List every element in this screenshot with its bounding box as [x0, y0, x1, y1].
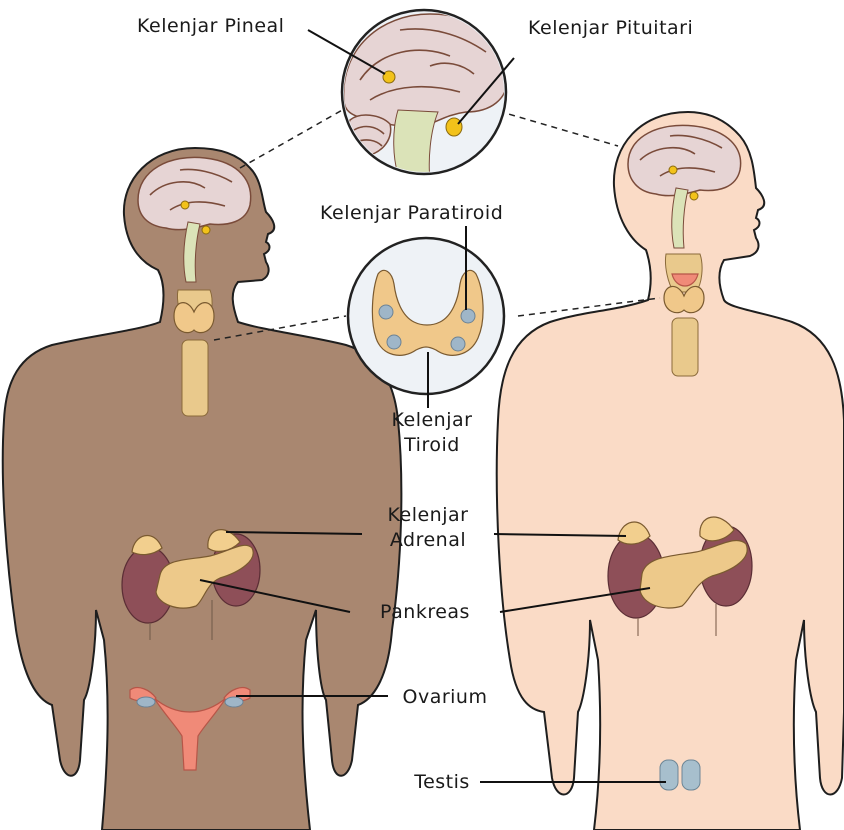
- thyroid-zoom-circle: [348, 238, 504, 394]
- female-ovary-right: [225, 697, 243, 707]
- parathyroid-upper-right: [461, 309, 475, 323]
- label-adrenal-line1: Kelenjar: [388, 504, 469, 526]
- male-testis-right: [682, 760, 700, 790]
- male-pituitary-dot: [690, 192, 698, 200]
- label-pituitary-gland: Kelenjar Pituitari: [528, 17, 693, 39]
- brain-zoom-connector-right: [488, 108, 618, 146]
- male-pineal-dot: [669, 166, 677, 174]
- label-parathyroid-gland: Kelenjar Paratiroid: [320, 202, 503, 224]
- female-figure: [3, 148, 402, 830]
- male-trachea: [672, 318, 698, 376]
- label-thyroid-line2: Tiroid: [403, 434, 460, 456]
- parathyroid-lower-left: [387, 335, 401, 349]
- label-pineal-gland: Kelenjar Pineal: [137, 15, 284, 37]
- brain-zoom-connector-left: [240, 100, 360, 168]
- female-brain: [138, 157, 251, 229]
- label-pancreas: Pankreas: [380, 601, 470, 623]
- parathyroid-lower-right: [451, 337, 465, 351]
- label-thyroid-line1: Kelenjar: [392, 409, 473, 431]
- parathyroid-upper-left: [379, 305, 393, 319]
- label-testis: Testis: [413, 771, 470, 793]
- female-trachea: [182, 340, 208, 416]
- female-pituitary-dot: [202, 226, 210, 234]
- label-adrenal-line2: Adrenal: [390, 529, 466, 551]
- male-testis-left: [660, 760, 678, 790]
- male-body-silhouette: [497, 112, 844, 830]
- female-pineal-dot: [181, 201, 189, 209]
- male-figure: [497, 112, 844, 830]
- female-ovary-left: [137, 697, 155, 707]
- label-ovary: Ovarium: [403, 686, 488, 708]
